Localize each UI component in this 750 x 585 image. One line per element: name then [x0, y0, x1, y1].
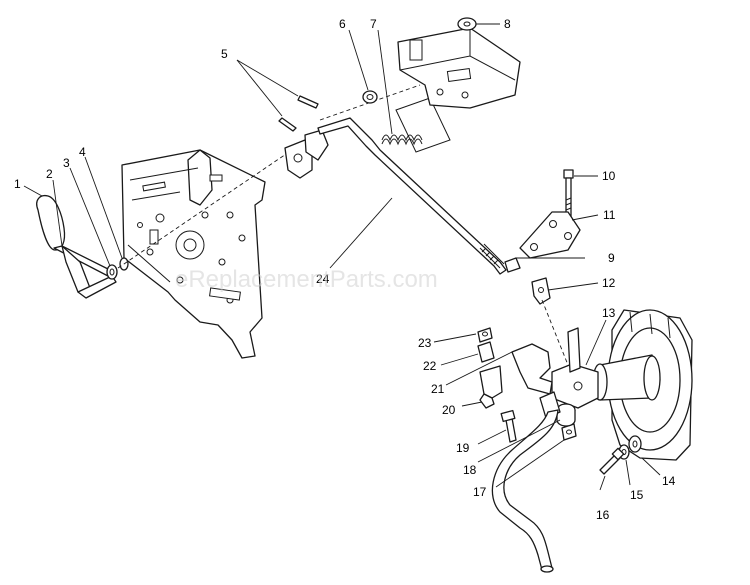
callout-17: 17 [473, 485, 487, 499]
callout-9: 9 [608, 251, 615, 265]
watermark: eReplacementParts.com [175, 266, 438, 293]
washer-3 [106, 264, 118, 280]
callout-20: 20 [442, 403, 456, 417]
handle-lever [36, 194, 117, 299]
nut-23 [477, 327, 493, 343]
callout-7: 7 [370, 17, 377, 31]
callout-18: 18 [463, 463, 477, 477]
spacer-22 [477, 341, 495, 363]
callout-24: 24 [316, 272, 330, 286]
callout-10: 10 [602, 169, 616, 183]
callout-15: 15 [630, 488, 644, 502]
lever-arm-20 [479, 365, 503, 409]
spring-pocket [395, 97, 451, 153]
callout-13: 13 [602, 306, 616, 320]
rod-end-clip [504, 257, 551, 305]
upper-bracket [397, 27, 521, 109]
callout-22: 22 [423, 359, 437, 373]
callout-4: 4 [79, 145, 86, 159]
pivot-bracket [284, 129, 329, 179]
callout-11: 11 [603, 208, 616, 222]
callout-16: 16 [596, 508, 610, 522]
callout-labels: 1 2 3 4 5 6 7 8 9 10 11 12 13 14 15 16 1… [14, 17, 676, 522]
callout-2: 2 [46, 167, 53, 181]
engine-housing [592, 309, 693, 461]
cotter-pins-5 [278, 95, 319, 132]
callout-8: 8 [504, 17, 511, 31]
callout-21: 21 [431, 382, 445, 396]
control-rod-24 [317, 117, 507, 275]
callout-5: 5 [221, 47, 228, 61]
bushing-6 [362, 90, 378, 104]
washer-14 [628, 435, 642, 453]
callout-12: 12 [602, 276, 616, 290]
axis-line-lever [117, 149, 293, 269]
bracket-13 [551, 327, 599, 409]
bolt-19 [500, 409, 517, 443]
plate-11 [519, 211, 581, 259]
lower-control-rod [491, 391, 561, 573]
leader-lines [23, 23, 661, 491]
spring-7 [381, 134, 423, 146]
spacer-18 [556, 403, 576, 427]
bolt-16 [599, 447, 625, 475]
callout-3: 3 [63, 156, 70, 170]
callout-1: 1 [14, 177, 21, 191]
callout-14: 14 [662, 474, 676, 488]
callout-23: 23 [418, 336, 432, 350]
callout-19: 19 [456, 441, 470, 455]
side-plate [121, 149, 266, 359]
arm-21 [511, 343, 553, 395]
washer-8 [457, 17, 477, 31]
callout-6: 6 [339, 17, 346, 31]
bolt-10 [563, 169, 574, 219]
